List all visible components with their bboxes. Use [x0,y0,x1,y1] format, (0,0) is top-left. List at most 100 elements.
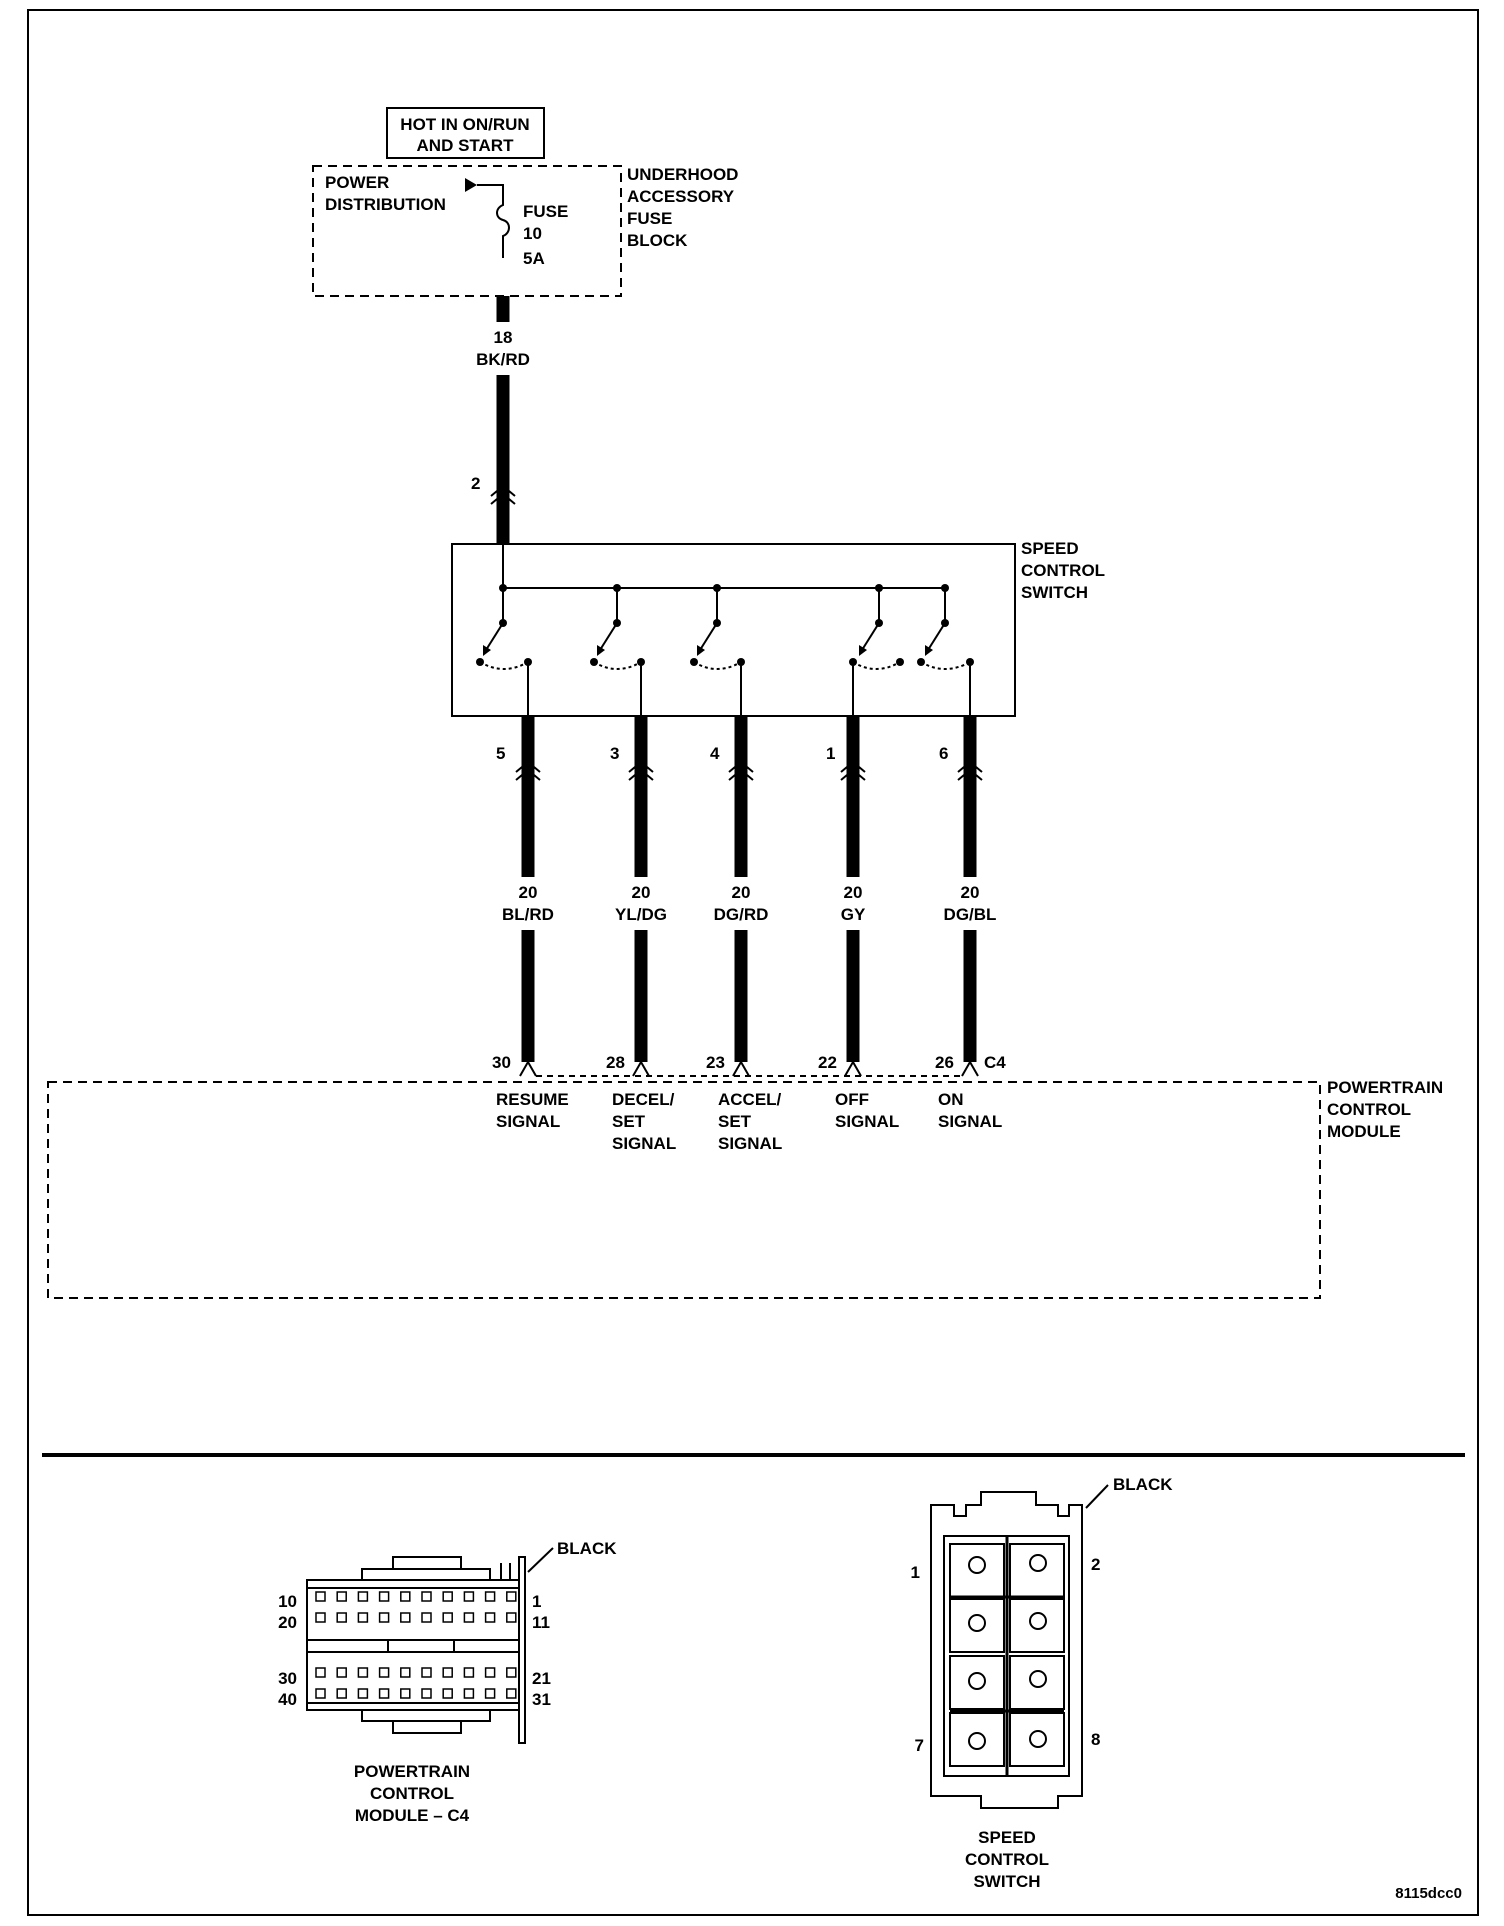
pcm-pin-cavity [506,1667,517,1678]
pcm-terminals [519,1059,979,1077]
switch-accel [690,584,745,670]
signal-resume-line1: RESUME [496,1090,569,1109]
switch-caption-line1: SPEED [978,1828,1036,1847]
pcm-pin-cavity [336,1612,347,1623]
wire-off [840,716,866,1062]
pcm-conn-pin-20: 20 [278,1613,297,1632]
pcm-conn-pin-40: 40 [278,1690,297,1709]
pcm-pin-cavity [442,1612,453,1623]
fuse-block-outline [312,165,622,297]
pcm-conn-pin-31: 31 [532,1690,551,1709]
pcm-pin-cavity [357,1667,369,1678]
pcm-pin-cavity [400,1591,411,1602]
fuse-line2: 10 [523,224,542,243]
pcm-pin-cavity [315,1591,326,1602]
switch-name-line2: CONTROL [1021,561,1105,580]
signal-accel-line3: SIGNAL [718,1134,782,1153]
pcm-pin-cavity [400,1667,411,1678]
fuse-symbol [477,184,510,258]
pcm-pin-cavity [484,1612,496,1623]
wire-accel-switch-pin: 4 [710,744,720,763]
signal-off-line1: OFF [835,1090,869,1109]
wire-decel-switch-pin: 3 [610,744,619,763]
switch-connector-view [930,1491,1083,1809]
wire-off-gauge: 20 [844,883,863,902]
pcm-pin-cavity [463,1688,475,1699]
pcm-connector-id: C4 [984,1053,1006,1072]
pcm-conn-pin-10: 10 [278,1592,297,1611]
pcm-pin-cavity [442,1667,453,1678]
pcm-pin-cavity [400,1688,411,1699]
signal-decel-line3: SIGNAL [612,1134,676,1153]
pcm-name-line1: POWERTRAIN [1327,1078,1443,1097]
pcm-pin-cavity [357,1612,369,1623]
switch-off [849,584,904,670]
pcm-name-line3: MODULE [1327,1122,1401,1141]
pcm-conn-pin-11: 11 [532,1613,550,1632]
pcm-conn-pin-21: 21 [532,1669,551,1688]
signal-resume-line2: SIGNAL [496,1112,560,1131]
feed-wire-gauge: 18 [494,328,513,347]
signal-decel-line1: DECEL/ [612,1090,675,1109]
signal-on-line1: ON [938,1090,964,1109]
pcm-pin-cavity [336,1667,347,1678]
wire-on-color: DG/BL [944,905,997,924]
switch-color-pointer [1085,1484,1109,1509]
pcm-module-outline [47,1081,1321,1299]
wire-accel-color: DG/RD [714,905,769,924]
switch-conn-pin-1: 1 [911,1563,920,1582]
wire-resume-color: BL/RD [502,905,554,924]
hot-label-line2: AND START [417,136,515,155]
pcm-pin-on: 26 [935,1053,954,1072]
signal-accel-line1: ACCEL/ [718,1090,782,1109]
pcm-pin-cavity [378,1688,390,1699]
power-dist-line1: POWER [325,173,389,192]
wire-resume-switch-pin: 5 [496,744,505,763]
fuse-block-line3: FUSE [627,209,672,228]
switch-decel [590,584,645,670]
fuse-line1: FUSE [523,202,568,221]
pcm-pin-cavity [315,1612,326,1623]
switch-name-line1: SPEED [1021,539,1079,558]
wire-on [957,716,983,1062]
pcm-conn-pin-1: 1 [532,1592,541,1611]
pcm-pin-cavity [484,1688,496,1699]
pcm-pin-cavity [357,1591,369,1602]
figure-code: 8115dcc0 [1395,1885,1462,1902]
wire-on-switch-pin: 6 [939,744,948,763]
wire-accel [728,716,754,1062]
pcm-pin-cavity [442,1688,453,1699]
pcm-pin-cavity [484,1591,496,1602]
wire-on-gauge: 20 [961,883,980,902]
pcm-pin-accel: 23 [706,1053,725,1072]
switch-conn-pin-2: 2 [1091,1555,1100,1574]
pcm-pin-cavity [357,1688,369,1699]
pcm-pin-cavity [506,1612,517,1623]
pcm-pin-cavity [463,1612,475,1623]
fuse-block-line4: BLOCK [627,231,688,250]
feed-wire-pin: 2 [471,474,480,493]
hot-in-label-box [386,107,545,159]
hot-label-line1: HOT IN ON/RUN [400,115,529,134]
pcm-pin-cavity [336,1688,347,1699]
speed-control-switch-box [451,543,1016,717]
pcm-pin-cavity [421,1612,432,1623]
pcm-name-line2: CONTROL [1327,1100,1411,1119]
switch-conn-pin-7: 7 [915,1736,924,1755]
wire-resume-gauge: 20 [519,883,538,902]
pcm-connector-color: BLACK [557,1539,617,1558]
switch-resume [476,584,532,670]
pcm-pin-cavity [400,1612,411,1623]
pcm-pin-cavity [506,1688,517,1699]
pcm-pin-cavity [336,1591,347,1602]
wire-decel-color: YL/DG [615,905,667,924]
pcm-caption-line1: POWERTRAIN [354,1762,470,1781]
feed-wire-color: BK/RD [476,350,530,369]
signal-on-line2: SIGNAL [938,1112,1002,1131]
signal-off-line2: SIGNAL [835,1112,899,1131]
switch-conn-pin-8: 8 [1091,1730,1100,1749]
pcm-pin-resume: 30 [492,1053,511,1072]
pcm-pin-cavity [315,1688,326,1699]
fuse-line3: 5A [523,249,545,268]
pcm-pin-decel: 28 [606,1053,625,1072]
